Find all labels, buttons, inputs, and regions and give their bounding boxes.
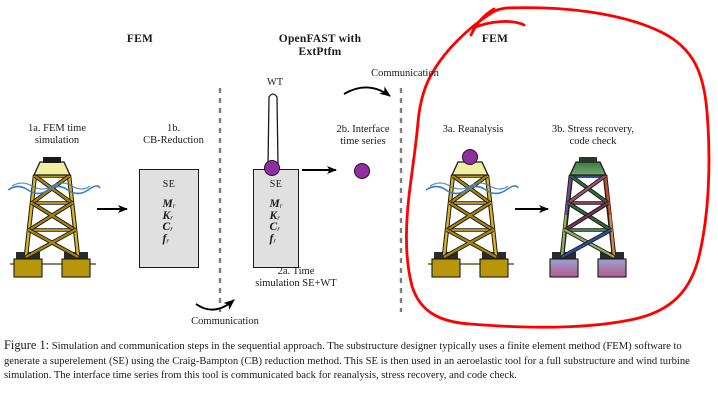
arrow-communication-top xyxy=(343,86,391,97)
caption-figure-number: Figure 1: xyxy=(4,338,50,352)
step-label-2b: 2b. Interface time series xyxy=(336,124,390,148)
header-fem-left: FEM xyxy=(126,33,154,45)
se-box-2-title: SE xyxy=(269,179,283,190)
step-label-1b: 1b. CB-Reduction xyxy=(143,123,204,147)
annotation-communication-top: Communication xyxy=(371,68,439,79)
step-label-wt: WT xyxy=(266,77,284,88)
se-box-1-row-C: Cr xyxy=(162,221,173,234)
se-box-1-row-M: Mr xyxy=(162,198,176,210)
se-box-1-row-f: fr xyxy=(162,233,170,246)
interface-node-time-series xyxy=(354,163,370,179)
step-label-1a: 1a. FEM time simulation xyxy=(27,123,87,147)
arrow-communication-bottom xyxy=(195,299,235,311)
red-annotation-loop xyxy=(404,6,711,329)
header-openfast: OpenFAST with ExtPtfm xyxy=(278,33,362,59)
se-box-1-title: SE xyxy=(162,179,176,190)
step-label-2a: 2a. Time simulation SE+WT xyxy=(255,266,337,290)
jacket-stress-recovery xyxy=(549,157,627,278)
figure-caption: Figure 1: Simulation and communication s… xyxy=(4,337,714,384)
header-fem-right: FEM xyxy=(481,33,509,45)
superelement-box-2: SE Mr Kr Cr fr xyxy=(253,169,299,268)
jacket-reanalysis xyxy=(425,149,519,278)
interface-node-se-top xyxy=(264,160,280,176)
caption-text: Simulation and communication steps in th… xyxy=(4,341,690,381)
step-label-3a: 3a. Reanalysis xyxy=(442,124,504,135)
annotation-communication-bottom: Communication xyxy=(191,316,259,327)
se-box-2-row-K: Kr xyxy=(269,209,280,222)
jacket-fem-left xyxy=(7,157,101,278)
step-label-3b: 3b. Stress recovery, code check xyxy=(551,124,635,148)
se-box-2-row-f: fr xyxy=(269,233,277,246)
superelement-box-1: SE Mr Kr Cr fr xyxy=(139,169,199,268)
se-box-2-row-M: Mr xyxy=(269,198,283,210)
wind-turbine-tower xyxy=(267,93,279,167)
se-box-2-row-C: Cr xyxy=(269,221,280,234)
se-box-1-row-K: Kr xyxy=(162,209,173,222)
